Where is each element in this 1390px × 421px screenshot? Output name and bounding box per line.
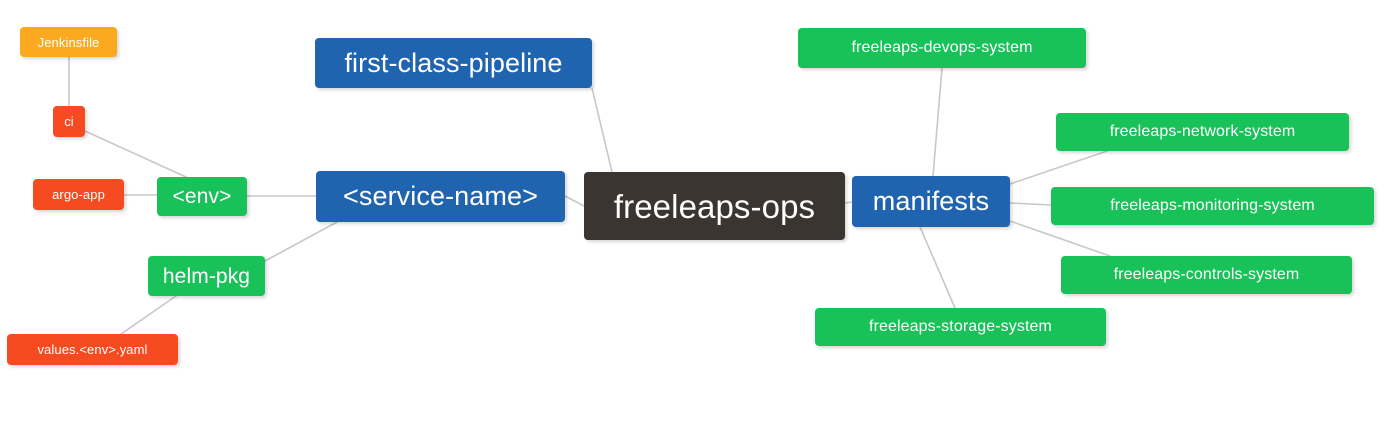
edge-freeleaps-ops-to-first-class-pipeline <box>591 87 613 173</box>
mindmap-node-env[interactable]: <env> <box>157 177 247 216</box>
mindmap-node-argo-app[interactable]: argo-app <box>33 179 124 210</box>
mindmap-node-label: ci <box>64 114 74 129</box>
mindmap-node-first-class-pipeline[interactable]: first-class-pipeline <box>315 38 592 88</box>
mindmap-node-jenkinsfile[interactable]: Jenkinsfile <box>20 27 117 57</box>
mindmap-node-label: helm-pkg <box>162 264 251 288</box>
mindmap-node-label: values.<env>.yaml <box>37 342 148 357</box>
edge-freeleaps-ops-to-manifests <box>844 201 853 204</box>
edge-manifests-to-freeleaps-network-system <box>1009 150 1108 185</box>
mindmap-node-ci[interactable]: ci <box>53 106 85 137</box>
mindmap-node-label: freeleaps-storage-system <box>869 318 1052 335</box>
mindmap-node-values-env-yaml[interactable]: values.<env>.yaml <box>7 334 178 365</box>
mindmap-node-freeleaps-network-system[interactable]: freeleaps-network-system <box>1056 113 1349 151</box>
mindmap-node-manifests[interactable]: manifests <box>852 176 1010 227</box>
mindmap-node-label: freeleaps-network-system <box>1109 123 1296 140</box>
mindmap-node-label: argo-app <box>52 187 105 202</box>
edge-service-name-to-helm-pkg <box>264 221 338 262</box>
edge-helm-pkg-to-values-env-yaml <box>120 295 177 335</box>
edge-freeleaps-ops-to-service-name <box>564 195 585 207</box>
mindmap-node-label: manifests <box>872 186 990 216</box>
mindmap-node-service-name[interactable]: <service-name> <box>316 171 565 222</box>
edge-manifests-to-freeleaps-storage-system <box>919 226 956 309</box>
mindmap-node-label: first-class-pipeline <box>344 47 563 78</box>
edge-manifests-to-freeleaps-devops-system <box>932 67 943 177</box>
mindmap-node-label: <service-name> <box>343 181 538 211</box>
edge-env-to-ci <box>84 130 187 178</box>
edge-manifests-to-freeleaps-monitoring-system <box>1009 202 1052 206</box>
mindmap-node-freeleaps-monitoring-system[interactable]: freeleaps-monitoring-system <box>1051 187 1374 225</box>
mindmap-node-label: freeleaps-ops <box>613 187 816 225</box>
mindmap-node-helm-pkg[interactable]: helm-pkg <box>148 256 265 296</box>
mindmap-node-label: freeleaps-devops-system <box>851 39 1033 56</box>
mindmap-node-label: freeleaps-controls-system <box>1113 266 1300 283</box>
mindmap-node-label: <env> <box>172 185 232 208</box>
mindmap-node-label: Jenkinsfile <box>37 34 100 50</box>
mindmap-node-freeleaps-ops[interactable]: freeleaps-ops <box>584 172 845 240</box>
mindmap-node-label: freeleaps-monitoring-system <box>1110 197 1315 214</box>
mindmap-node-freeleaps-devops-system[interactable]: freeleaps-devops-system <box>798 28 1086 68</box>
edge-manifests-to-freeleaps-controls-system <box>1009 220 1111 257</box>
mindmap-node-freeleaps-storage-system[interactable]: freeleaps-storage-system <box>815 308 1106 346</box>
mindmap-node-freeleaps-controls-system[interactable]: freeleaps-controls-system <box>1061 256 1352 294</box>
